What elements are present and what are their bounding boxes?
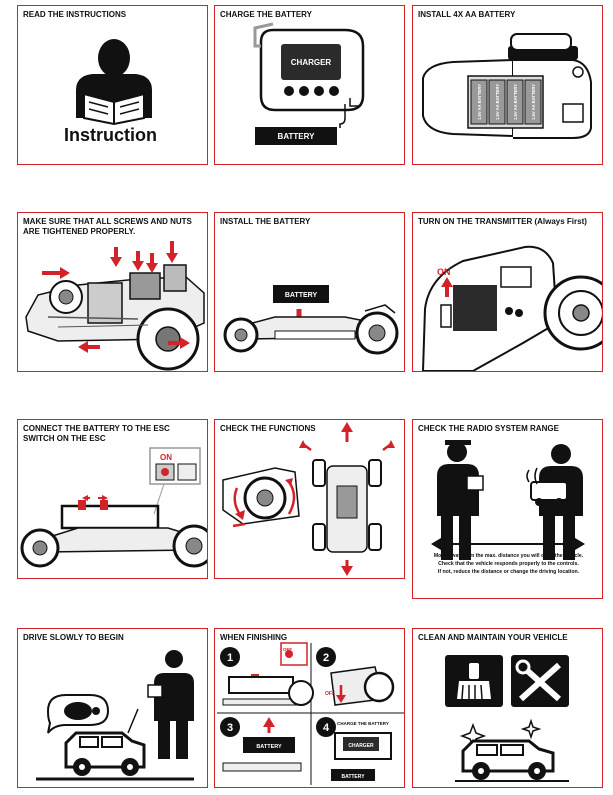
panel-title: WHEN FINISHING [220,633,288,642]
panel-clean-maintain: CLEAN AND MAINTAIN YOUR VEHICLE [412,628,603,788]
panel-title: READ THE INSTRUCTIONS [23,10,127,19]
panel-title: CLEAN AND MAINTAIN YOUR VEHICLE [418,633,568,642]
panel-read-instructions: READ THE INSTRUCTIONS Instruction [17,5,208,165]
transmitter-diagram [421,245,602,371]
range-note-line-1: Move away from the max. distance you wil… [433,553,584,559]
charger-label: CHARGER [291,58,332,67]
reading-person-icon [76,39,152,126]
esc-on-text: ON [160,453,172,462]
off-label: OFF [325,691,335,697]
range-note-line-3: If not, reduce the distance or change th… [437,569,580,575]
battery-label: BATTERY [256,744,282,750]
panel-title: MAKE SURE THAT ALL SCREWS AND NUTS ARE T… [23,217,192,236]
panel-connect-esc: CONNECT THE BATTERY TO THE ESC SWITCH ON… [17,419,208,579]
battery-label: BATTERY [285,292,318,299]
sparkle-icon [520,718,542,740]
on-label: ON [437,267,451,277]
battery-label: BATTERY [341,774,365,780]
range-note-line-2: Check that the vehicle responds properly… [438,561,579,567]
panel-title: TURN ON THE TRANSMITTER (Always First) [418,217,587,226]
wrench-screwdriver-icon [515,659,562,702]
panel-radio-range: CHECK THE RADIO SYSTEM RANGE Move away f… [412,419,603,599]
brush-icon [457,663,491,700]
charger-label: CHARGER [348,743,374,749]
transmitter-on-text: ON [437,267,451,277]
panel-title: CHECK THE FUNCTIONS [220,424,316,433]
install-battery-text: BATTERY [285,292,318,299]
transmitter-battery-tray [422,33,592,139]
panel-title: CHECK THE RADIO SYSTEM RANGE [418,424,559,433]
step-4-number: 4 [323,722,330,734]
instruction-label: Instruction [64,125,157,145]
panel-check-functions: CHECK THE FUNCTIONS [214,419,405,579]
panel-install-battery: INSTALL THE BATTERY BATTERY [214,212,405,372]
finishing-text: 1 2 3 4 OFF OFF BATTERY CHARGE THE BATTE… [227,647,389,780]
charger-screen-text: CHARGER BATTERY [278,58,332,141]
panel-when-finishing: WHEN FINISHING 1 2 3 4 OFF OFF BATTERY [214,628,405,788]
panel-title: CHARGE THE BATTERY [220,10,312,19]
panel-title: DRIVE SLOWLY TO BEGIN [23,633,124,642]
charger-diagram [253,22,365,145]
drive-slowly-diagram [36,650,194,781]
panel-drive-slowly: DRIVE SLOWLY TO BEGIN [17,628,208,788]
panel-charge-battery: CHARGE THE BATTERY CHARGER BATTERY [214,5,405,165]
range-test-diagram [431,440,585,560]
turtle-icon [64,702,92,720]
step-1-number: 1 [227,652,233,664]
panel-install-aa: INSTALL 4x AA BATTERY 1.5V AA BATTERY 1.… [412,5,603,165]
clean-maintain-diagram [445,655,569,782]
on-label: ON [160,453,172,462]
charge-battery-label: CHARGE THE BATTERY [337,721,389,726]
functions-diagram [222,422,395,576]
finishing-steps-diagram [217,642,404,785]
off-label: OFF [283,647,292,652]
panel-title: INSTALL 4x AA BATTERY [418,10,516,19]
panel-title: INSTALL THE BATTERY [220,217,311,226]
esc-connection-diagram [20,447,207,568]
aa-battery-label: 1.5V AA BATTERY [513,84,518,120]
aa-battery-label: 1.5V AA BATTERY [495,84,500,120]
install-battery-diagram [223,285,399,355]
panel-title: CONNECT THE BATTERY TO THE ESC SWITCH ON… [23,424,170,443]
step-3-number: 3 [227,722,233,734]
aa-battery-labels: 1.5V AA BATTERY 1.5V AA BATTERY 1.5V AA … [477,84,536,120]
battery-label: BATTERY [278,132,316,141]
chassis-screws-diagram [25,241,205,371]
aa-battery-label: 1.5V AA BATTERY [477,84,482,120]
panel-transmitter-on: TURN ON THE TRANSMITTER (Always First) O… [412,212,603,372]
panel-screws-nuts: MAKE SURE THAT ALL SCREWS AND NUTS ARE T… [17,212,208,372]
step-2-number: 2 [323,652,329,664]
aa-battery-label: 1.5V AA BATTERY [531,84,536,120]
